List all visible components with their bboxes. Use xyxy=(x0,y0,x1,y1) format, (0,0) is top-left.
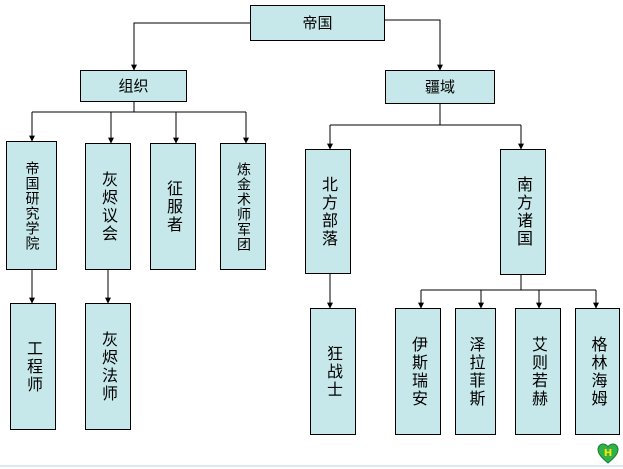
node-alchemist-legion: 炼金术师军团 xyxy=(220,143,266,270)
node-airuohe: 艾则若赫 xyxy=(515,308,561,435)
svg-text:H: H xyxy=(604,448,612,459)
node-southern-states: 南方诸国 xyxy=(500,149,546,275)
node-root: 帝国 xyxy=(250,5,385,41)
node-conquerors: 征服者 xyxy=(150,143,196,270)
node-northern-tribes: 北方部落 xyxy=(305,149,351,274)
node-berserker: 狂战士 xyxy=(310,308,356,435)
h-badge-icon[interactable]: H xyxy=(596,441,620,465)
bottom-rule xyxy=(0,465,623,467)
edge-territory-bus xyxy=(330,104,521,126)
node-zelafis: 泽拉菲斯 xyxy=(455,308,496,435)
node-ash-council: 灰烬议会 xyxy=(85,143,131,270)
node-territory: 疆域 xyxy=(385,70,495,104)
node-ilsrean: 伊斯瑞安 xyxy=(395,308,441,435)
edge-root-org xyxy=(131,22,250,71)
node-gelinhaimu: 格林海姆 xyxy=(575,308,620,435)
edge-org-bus xyxy=(32,102,246,113)
edge-root-territory xyxy=(385,19,443,71)
node-engineer: 工程师 xyxy=(10,303,56,430)
node-organization: 组织 xyxy=(80,70,187,102)
edge-south-bus xyxy=(421,275,596,291)
node-imperial-institute: 帝国研究学院 xyxy=(6,141,57,270)
node-ash-mage: 灰烬法师 xyxy=(85,303,131,430)
